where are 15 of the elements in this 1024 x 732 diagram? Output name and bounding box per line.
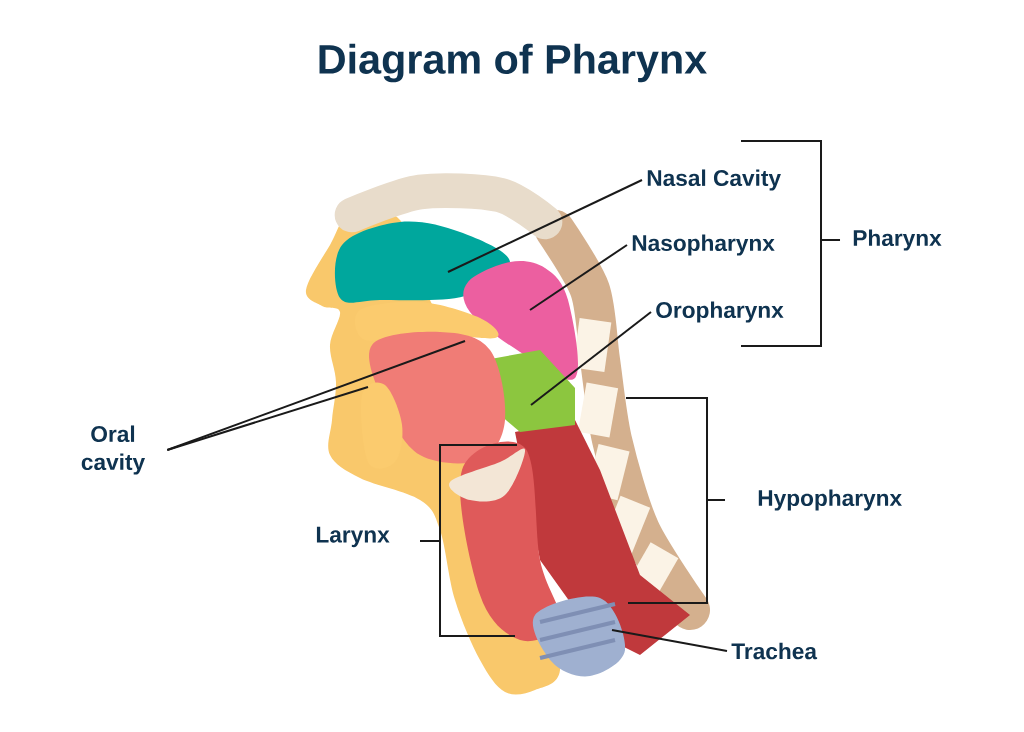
- part-label: Trachea: [731, 642, 818, 660]
- part-label: Oropharynx: [656, 301, 784, 323]
- leader-line: [529, 244, 628, 311]
- title: Diagram of Pharynx: [319, 43, 707, 83]
- part-label: Nasopharynx: [632, 234, 775, 256]
- part-label: Pharynx: [853, 229, 942, 251]
- part-label: Nasal Cavity: [647, 169, 781, 191]
- leader-line: [447, 179, 643, 273]
- leader-line: [611, 629, 728, 652]
- part-label: Larynx: [316, 526, 390, 548]
- leader-line: [530, 311, 652, 406]
- leader-line: [166, 386, 369, 451]
- part-label: Oral cavity: [81, 425, 145, 475]
- leader-line: [166, 340, 466, 451]
- part-label: Hypopharynx: [758, 489, 902, 511]
